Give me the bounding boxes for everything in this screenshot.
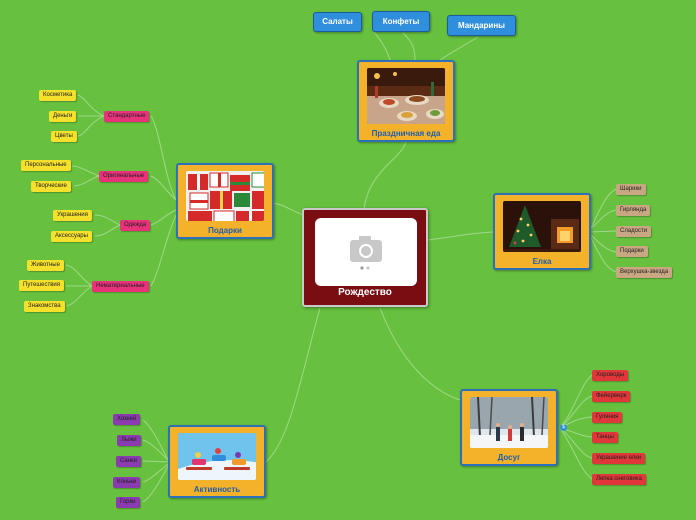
topic-activity-label: Активность [193, 485, 241, 494]
top-item-tangerines[interactable]: Мандарины [447, 15, 516, 36]
festive-food-image [367, 68, 445, 124]
image-placeholder [315, 218, 417, 286]
leisure-item-snowman[interactable]: Лепка снеговика [592, 474, 646, 485]
gift-item-animals[interactable]: Животные [27, 260, 64, 271]
activity-item-sledding[interactable]: Санки [116, 456, 142, 467]
topic-activity[interactable]: Активность [168, 425, 266, 498]
tree-item-gifts[interactable]: Подарки [616, 246, 648, 257]
topic-festive-food[interactable]: Праздничная еда [357, 60, 455, 142]
topic-tree-label: Елка [532, 257, 552, 266]
activity-item-skiing[interactable]: Лыжи [117, 435, 141, 446]
tree-image [503, 201, 581, 252]
gift-group-clothing[interactable]: Одежда [120, 220, 151, 231]
activity-item-slides[interactable]: Горки [116, 497, 140, 508]
leisure-item-fireworks[interactable]: Фейерверк [592, 391, 631, 402]
leisure-item-dances[interactable]: Танцы [592, 432, 618, 443]
leisure-item-festivities[interactable]: Гуляния [592, 412, 623, 423]
gift-item-acquaintances[interactable]: Знакомства [24, 301, 65, 312]
gift-group-standard[interactable]: Стандартные [104, 111, 150, 122]
top-item-candies[interactable]: Конфеты [372, 11, 430, 32]
gifts-image [186, 171, 264, 221]
topic-leisure[interactable]: Досуг [460, 389, 558, 466]
top-item-label: Мандарины [457, 21, 506, 30]
central-topic[interactable]: Рождество [302, 208, 428, 307]
gift-item-money[interactable]: Деньги [49, 111, 77, 122]
gift-item-travel[interactable]: Путешествия [19, 280, 65, 291]
activity-item-skating[interactable]: Коньки [113, 477, 141, 488]
gift-item-cosmetics[interactable]: Косметика [39, 90, 77, 101]
top-item-label: Конфеты [382, 17, 420, 26]
leisure-item-round-dances[interactable]: Хороводы [592, 370, 629, 381]
topic-leisure-label: Досуг [497, 453, 521, 462]
gift-item-jewelry[interactable]: Украшения [53, 210, 92, 221]
gift-item-personal[interactable]: Персональные [21, 160, 71, 171]
central-topic-label: Рождество [338, 287, 392, 298]
topic-tree[interactable]: Елка [493, 193, 591, 270]
tree-item-garland[interactable]: Гирлянда [616, 205, 651, 216]
gift-item-flowers[interactable]: Цветы [51, 131, 77, 142]
tree-item-balls[interactable]: Шарики [616, 184, 646, 195]
link-badge-icon[interactable]: $ [560, 424, 567, 431]
topic-gifts[interactable]: Подарки [176, 163, 274, 239]
gift-item-accessories[interactable]: Аксессуары [51, 231, 92, 242]
leisure-image [470, 397, 548, 448]
tree-item-sweets[interactable]: Сладости [616, 226, 652, 237]
top-item-salads[interactable]: Салаты [313, 12, 362, 32]
gift-group-intangible[interactable]: Нематериальные [92, 281, 149, 292]
topic-gifts-label: Подарки [208, 226, 242, 235]
gift-item-creative[interactable]: Творческие [31, 181, 71, 192]
activity-image [178, 433, 256, 480]
leisure-item-tree-decorating[interactable]: Украшение елки [592, 453, 646, 464]
gift-group-original[interactable]: Оригинальные [99, 171, 149, 182]
camera-icon [350, 236, 382, 270]
topic-festive-food-label: Праздничная еда [371, 129, 441, 138]
tree-item-star-topper[interactable]: Верхушка-звезда [616, 267, 673, 278]
top-item-label: Салаты [322, 17, 353, 26]
activity-item-hockey[interactable]: Хоккей [113, 414, 141, 425]
